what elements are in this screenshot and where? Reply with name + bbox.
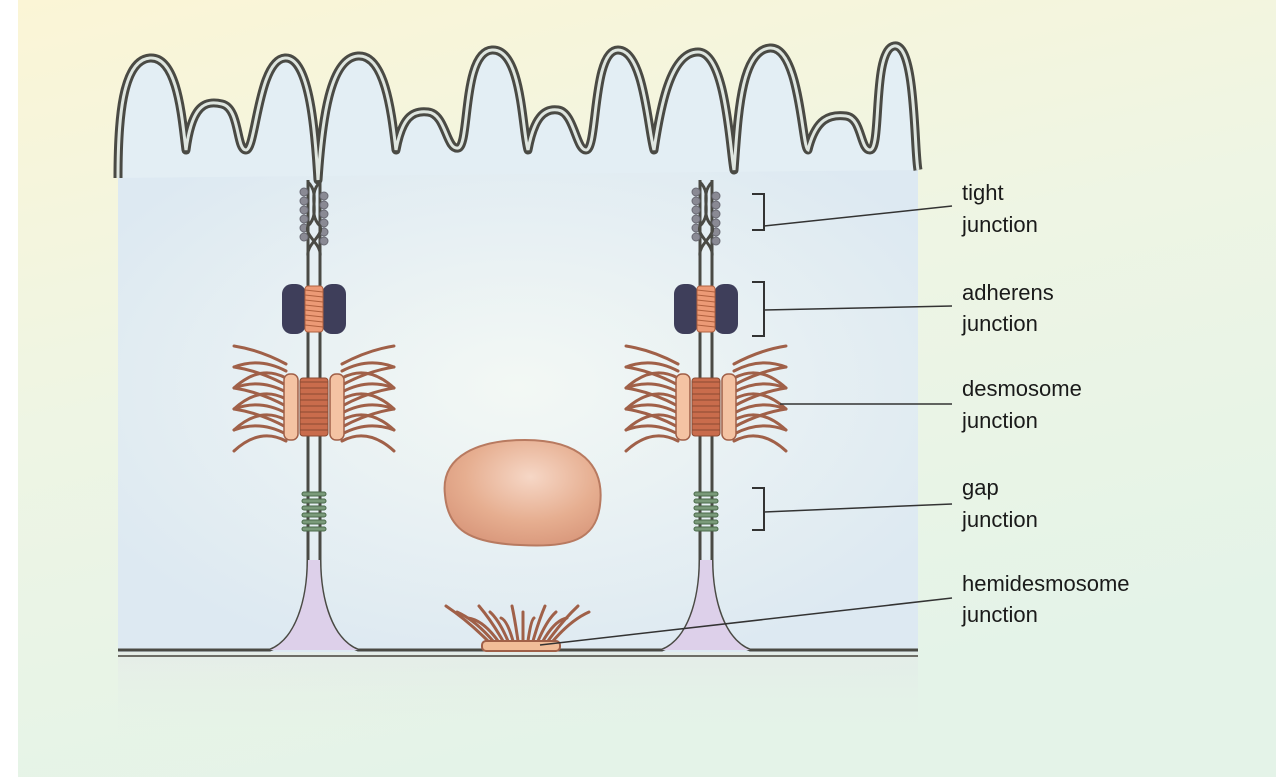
tight-junction-bead [300,233,308,241]
gap-junction-connexon [302,499,326,503]
tight-junction-bead [712,192,720,200]
label-gap-line1: gap [962,475,999,500]
tight-junction-bead [320,237,328,245]
label-desmosome-line2: junction [961,408,1038,433]
svg-text:junction: junction [961,408,1038,433]
svg-text:gap: gap [962,475,999,500]
label-tight-line1: tight [962,180,1004,205]
nucleus [445,440,601,546]
tight-junction-bead [712,237,720,245]
tight-junction-bead [692,206,700,214]
label-adherens-line2: junction [961,311,1038,336]
label-adherens-line1: adherens [962,280,1054,305]
svg-text:hemidesmosome: hemidesmosome [962,571,1130,596]
gap-junction-connexon [694,506,718,510]
gap-junction-connexon [302,492,326,496]
tight-junction-bead [712,210,720,218]
desmosome-core [300,378,328,436]
desmosome-plaque [330,374,344,440]
svg-text:junction: junction [961,602,1038,627]
hemidesmosome-plaque [482,641,560,651]
label-hemidesmosome-line1: hemidesmosome [962,571,1130,596]
svg-text:adherens: adherens [962,280,1054,305]
tight-junction-bead [692,233,700,241]
tight-junction-bead [320,210,328,218]
desmosome-core [692,378,720,436]
tight-junction-bead [692,197,700,205]
tight-junction-bead [300,188,308,196]
tight-junction-bead [320,201,328,209]
tight-junction-bead [712,201,720,209]
adherens-dense-plaque [714,284,738,334]
gap-junction-connexon [694,527,718,531]
gap-junction-connexon [694,492,718,496]
adherens-dense-plaque [322,284,346,334]
svg-text:junction: junction [961,212,1038,237]
label-gap-line2: junction [961,507,1038,532]
svg-text:desmosome: desmosome [962,376,1082,401]
gap-junction-connexon [302,506,326,510]
gap-junction-connexon [694,520,718,524]
desmosome-plaque [676,374,690,440]
tight-junction-bead [300,215,308,223]
label-hemidesmosome-line2: junction [961,602,1038,627]
desmosome-plaque [284,374,298,440]
label-tight-line2: junction [961,212,1038,237]
desmosome-plaque [722,374,736,440]
tight-junction-bead [692,215,700,223]
gap-junction-connexon [302,527,326,531]
tight-junction-bead [320,192,328,200]
svg-text:junction: junction [961,311,1038,336]
tight-junction-bead [692,188,700,196]
gap-junction-connexon [302,520,326,524]
gap-junction-connexon [694,499,718,503]
label-desmosome-line1: desmosome [962,376,1082,401]
tight-junction-bead [300,197,308,205]
adherens-dense-plaque [282,284,306,334]
adherens-dense-plaque [674,284,698,334]
svg-text:junction: junction [961,507,1038,532]
svg-text:tight: tight [962,180,1004,205]
gap-junction-connexon [694,513,718,517]
tight-junction-bead [300,206,308,214]
gap-junction-connexon [302,513,326,517]
